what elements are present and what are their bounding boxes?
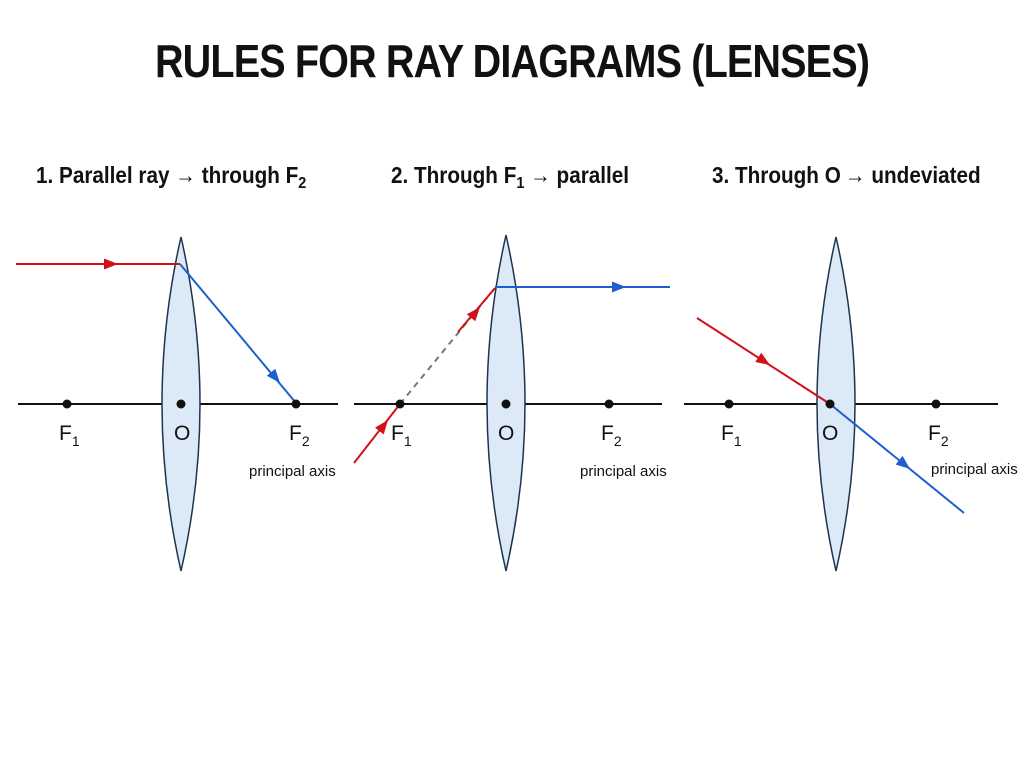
point-label-f1: F1 (391, 422, 412, 449)
ray-arrow-icon (895, 455, 910, 469)
principal-axis-label: principal axis (249, 463, 336, 480)
panel-3-heading: 3. Through O → undeviated (712, 162, 981, 188)
panel-1: F1 O F2 principal axis (16, 236, 338, 572)
point-label-f1: F1 (59, 422, 80, 449)
ray-arrow-icon (755, 352, 770, 365)
principal-axis-label: principal axis (931, 461, 1018, 478)
point-label-o: O (174, 422, 190, 445)
point-label-f1: F1 (721, 422, 742, 449)
panel-2: F1 O F2 principal axis (353, 234, 670, 572)
ray-arrow-icon (466, 307, 480, 322)
ray-arrow-icon (375, 420, 388, 435)
panel-1-heading: 1. Parallel ray → through F2 (36, 162, 307, 192)
refracted-ray (829, 403, 965, 514)
ray-arrow-icon (612, 281, 626, 293)
point-label-f2: F2 (289, 422, 310, 449)
focal-point-f1 (62, 399, 72, 409)
main-title: RULES FOR RAY DIAGRAMS (LENSES) (154, 35, 870, 87)
point-label-o: O (822, 422, 838, 445)
optical-center-o (501, 399, 511, 409)
focal-point-f2 (291, 399, 301, 409)
optical-center-o (176, 399, 186, 409)
ray-arrow-icon (104, 258, 118, 270)
panel-3: F1 O F2 principal axis (684, 236, 1018, 572)
point-label-f2: F2 (601, 422, 622, 449)
principal-axis-label: principal axis (580, 463, 667, 480)
point-label-f2: F2 (928, 422, 949, 449)
panel-2-heading: 2. Through F1 → parallel (391, 162, 630, 192)
optical-center-o (825, 399, 835, 409)
focal-point-f1 (395, 399, 405, 409)
point-label-o: O (498, 422, 514, 445)
focal-point-f1 (724, 399, 734, 409)
incident-ray (353, 403, 401, 464)
ray-arrow-icon (266, 368, 280, 383)
focal-point-f2 (931, 399, 941, 409)
focal-point-f2 (604, 399, 614, 409)
convex-lens (816, 236, 856, 572)
